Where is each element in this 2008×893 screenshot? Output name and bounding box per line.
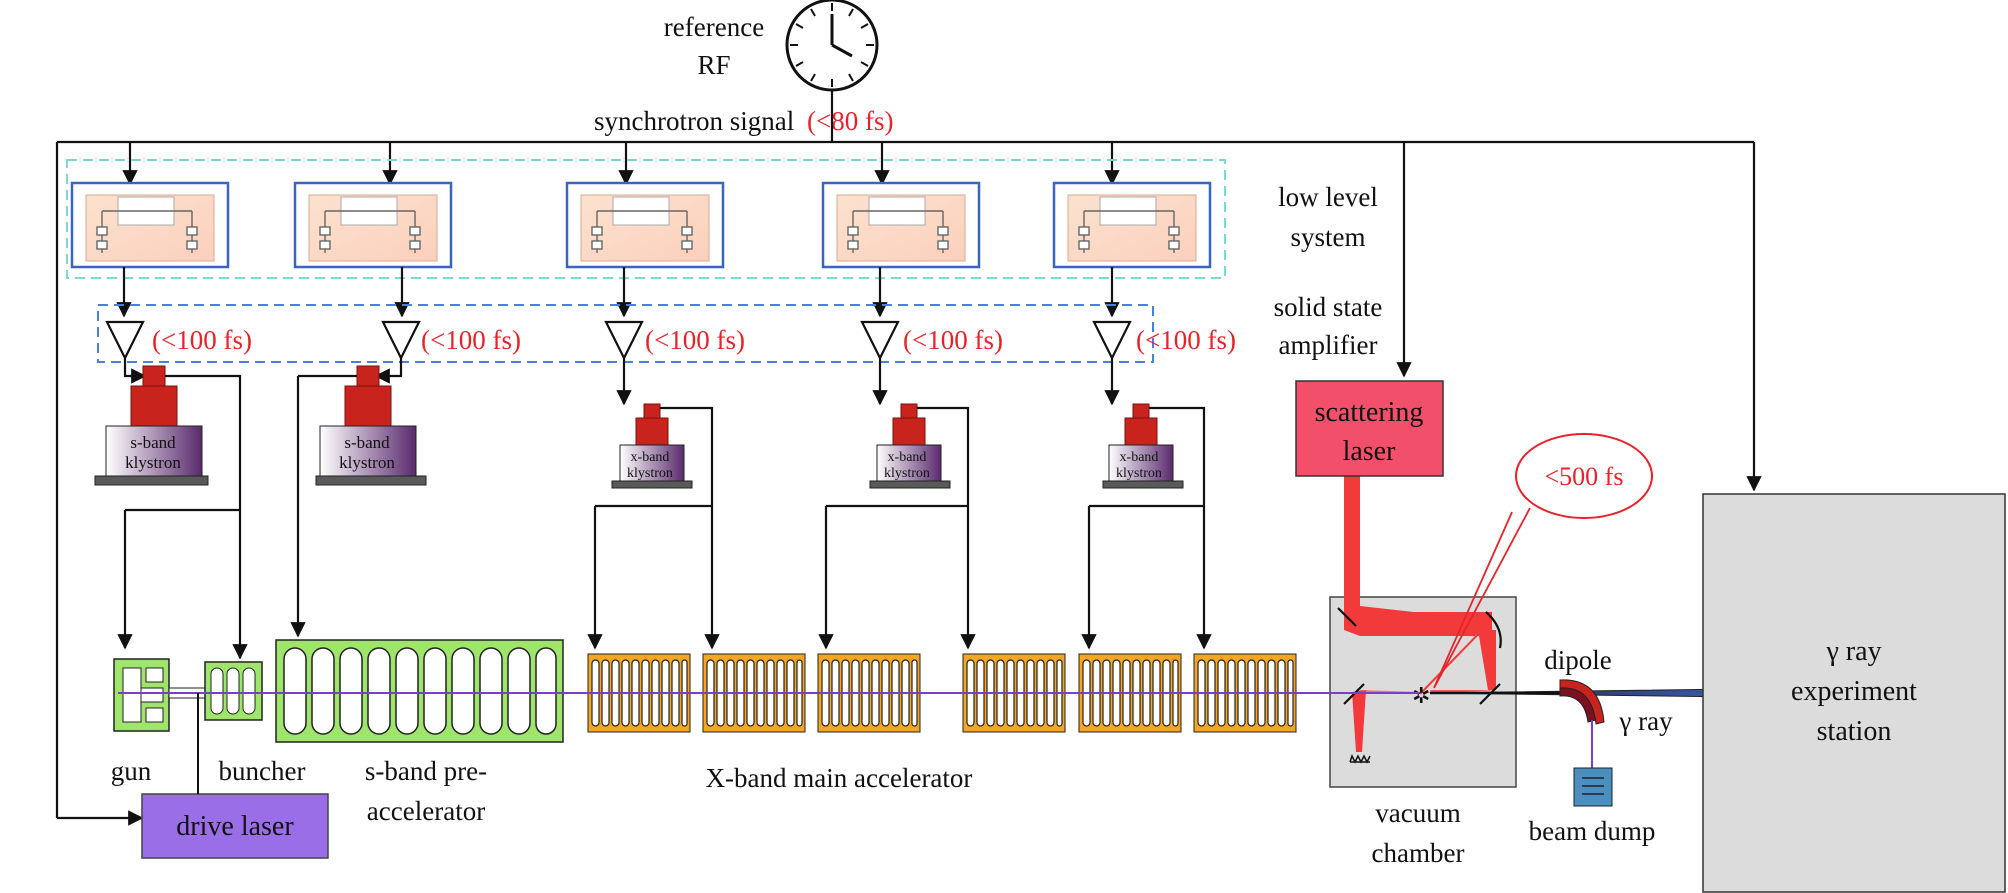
drive-laser-label: drive laser xyxy=(176,811,294,842)
klystron-icon xyxy=(94,365,209,486)
reference-label: reference xyxy=(664,12,764,42)
klystron-label: x-band xyxy=(888,450,927,465)
amplifier-icon xyxy=(1092,320,1132,361)
timing-callout-label: <500 fs xyxy=(1545,462,1624,491)
dipole-label: dipole xyxy=(1544,645,1612,675)
station-label: γ ray xyxy=(1825,636,1881,667)
timing-callout xyxy=(1433,433,1653,689)
solid-state-label: solid state xyxy=(1274,292,1383,322)
rf-label: RF xyxy=(697,50,730,80)
scattering-laser-label: laser xyxy=(1343,436,1397,467)
reference-clock-icon xyxy=(785,0,879,92)
scattering-laser-label: scattering xyxy=(1315,397,1424,428)
preaccelerator-label: s-band pre- xyxy=(365,756,487,786)
llrf-group-outline xyxy=(66,159,1226,279)
beam-dump-label: beam dump xyxy=(1529,816,1656,846)
interaction-point-icon: ✲ xyxy=(1412,684,1430,709)
low-level-label: system xyxy=(1290,222,1365,252)
amp-jitter-label: (<100 fs) xyxy=(421,325,521,355)
detector-icon xyxy=(1349,754,1371,764)
amplifier-icon xyxy=(105,320,145,361)
klystron-icon xyxy=(1102,403,1184,489)
amp-jitter-label: (<100 fs) xyxy=(903,325,1003,355)
dipole-icon xyxy=(1559,679,1605,725)
amplifier-icon xyxy=(381,320,421,361)
klystron-label: x-band xyxy=(631,450,670,465)
amp-jitter-label: (<100 fs) xyxy=(152,325,252,355)
llrf-module xyxy=(821,181,981,269)
llrf-to-amp-lines xyxy=(116,267,1120,318)
low-level-label: low level xyxy=(1278,182,1378,212)
solid-state-label: amplifier xyxy=(1279,330,1378,360)
rf-feed-lines xyxy=(117,374,1212,660)
klystron-label: s-band xyxy=(130,433,176,452)
klystron-icon xyxy=(315,365,427,486)
klystron-label: klystron xyxy=(1116,466,1162,481)
llrf-module xyxy=(565,181,725,269)
beam-dump-icon xyxy=(1573,767,1613,807)
gun-label: gun xyxy=(111,756,152,786)
laser-beam-path xyxy=(1344,474,1498,752)
station-label: station xyxy=(1817,716,1892,747)
klystron-label: klystron xyxy=(627,466,673,481)
gamma-ray-label: γ ray xyxy=(1618,706,1673,736)
preaccelerator-label: accelerator xyxy=(367,796,485,826)
klystron-label: klystron xyxy=(339,453,395,472)
drive-laser-box xyxy=(141,793,329,859)
vacuum-chamber-label: vacuum xyxy=(1375,798,1460,828)
klystron-icon xyxy=(611,403,693,489)
buncher-icon xyxy=(204,661,263,721)
experiment-station-box xyxy=(1702,493,2006,893)
gun-icon xyxy=(113,658,206,732)
buncher-label: buncher xyxy=(219,756,306,786)
station-label: experiment xyxy=(1791,676,1917,707)
klystron-label: x-band xyxy=(1120,450,1159,465)
vacuum-chamber-label: chamber xyxy=(1372,838,1465,868)
amplifier-triangles xyxy=(105,320,1132,361)
preaccelerator-icon xyxy=(275,639,564,743)
amp-jitter-label: (<100 fs) xyxy=(645,325,745,355)
klystron-icon xyxy=(869,403,951,489)
amplifier-icon xyxy=(604,320,644,361)
klystron-label: s-band xyxy=(344,433,390,452)
amplifier-group-outline xyxy=(97,304,1154,363)
klystron-label: klystron xyxy=(125,453,181,472)
sync-distribution-lines xyxy=(55,90,1762,826)
klystron-label: klystron xyxy=(884,466,930,481)
sync-signal-label: synchrotron signal (<80 fs) xyxy=(594,106,893,136)
amplifier-icon xyxy=(860,320,900,361)
scattering-laser-box xyxy=(1295,380,1444,477)
llrf-module xyxy=(70,181,230,269)
amp-jitter-label: (<100 fs) xyxy=(1136,325,1236,355)
llrf-module xyxy=(1052,181,1212,269)
llrf-module xyxy=(293,181,453,269)
xband-label: X-band main accelerator xyxy=(706,763,973,793)
amp-to-klystron-lines xyxy=(123,358,1120,406)
